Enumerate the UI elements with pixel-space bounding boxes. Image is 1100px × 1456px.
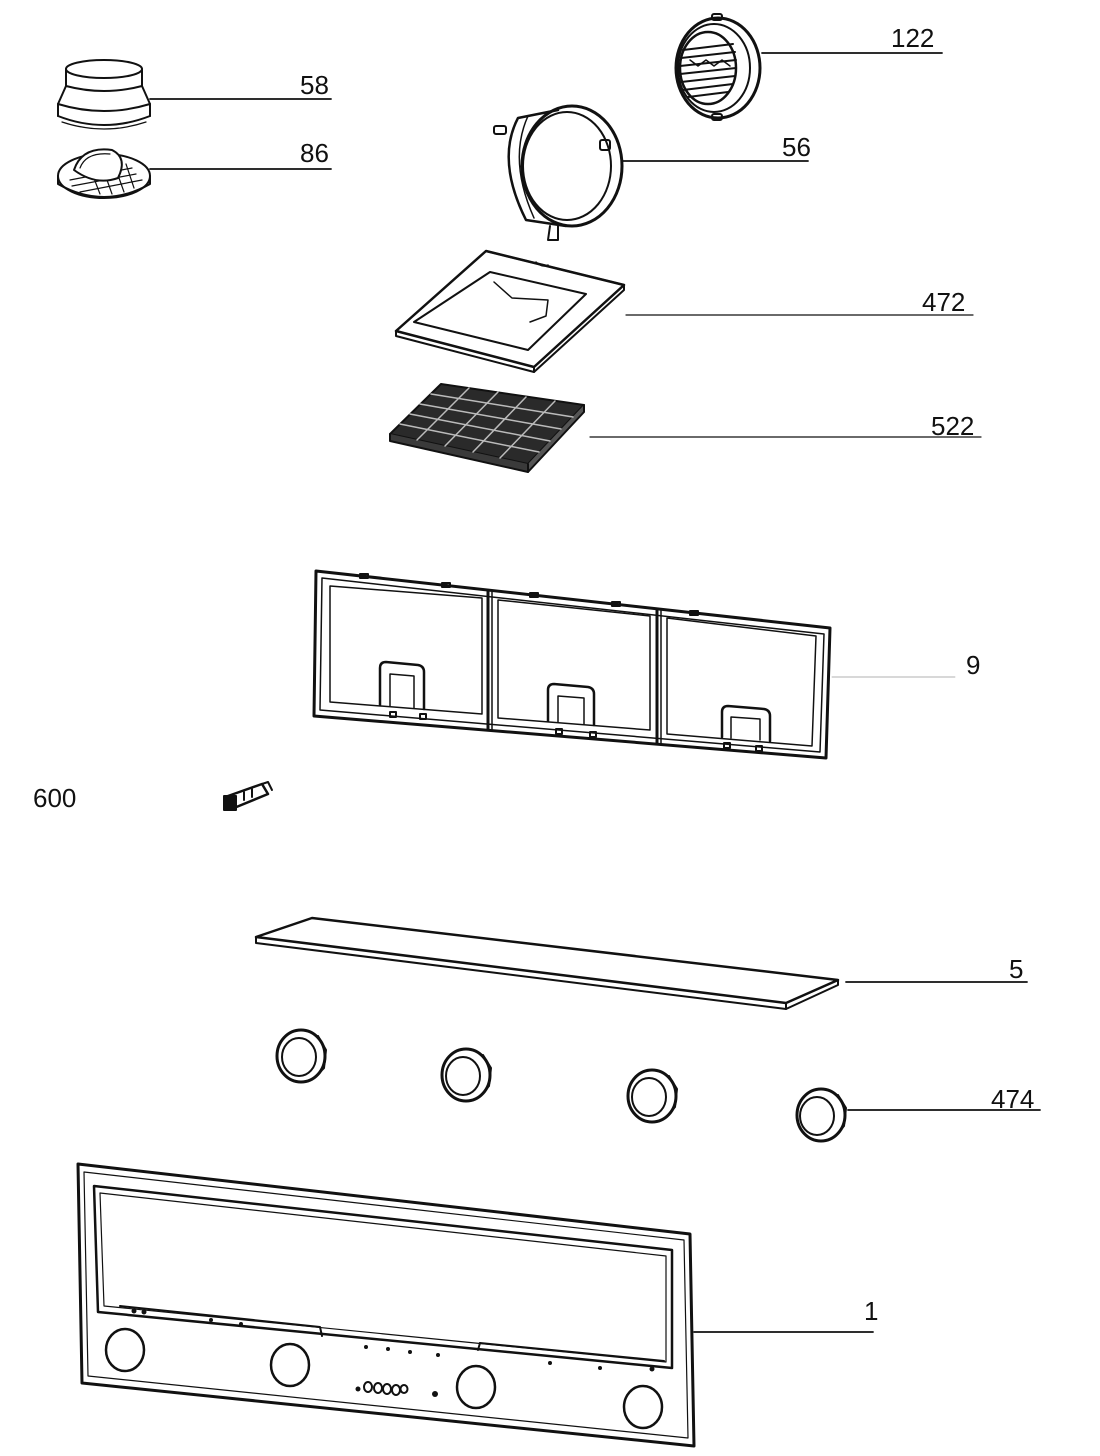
label-part-9: 9 bbox=[966, 650, 981, 680]
label-part-472: 472 bbox=[922, 287, 966, 317]
part-122-round-vent-grille bbox=[674, 13, 762, 121]
label-part-122: 122 bbox=[891, 23, 935, 53]
label-part-5: 5 bbox=[1009, 954, 1024, 984]
label-part-474: 474 bbox=[991, 1084, 1035, 1114]
part-600-connector bbox=[223, 781, 273, 811]
label-part-58: 58 bbox=[300, 70, 329, 100]
part-1-front-panel bbox=[76, 1162, 696, 1448]
label-part-1: 1 bbox=[864, 1296, 879, 1326]
lamp-ring-1 bbox=[275, 1028, 327, 1084]
lamp-ring-2 bbox=[440, 1047, 492, 1103]
part-472-filter-frame bbox=[394, 249, 626, 373]
part-9-grease-filters bbox=[312, 569, 832, 760]
label-part-56: 56 bbox=[782, 132, 811, 162]
lamp-ring-3 bbox=[626, 1068, 678, 1124]
label-part-86: 86 bbox=[300, 138, 329, 168]
part-522-carbon-filter bbox=[389, 383, 585, 473]
part-58-duct-reducer bbox=[57, 59, 151, 130]
label-part-522: 522 bbox=[931, 411, 975, 441]
part-474-lamp-rings bbox=[275, 1028, 847, 1143]
part-86-backdraft-flap bbox=[57, 148, 151, 199]
part-56-duct-collar bbox=[493, 104, 624, 241]
label-part-600: 600 bbox=[33, 783, 77, 813]
lamp-ring-4 bbox=[795, 1087, 847, 1143]
part-5-glass-shelf bbox=[254, 916, 840, 1010]
leader-lines bbox=[149, 52, 1041, 1333]
